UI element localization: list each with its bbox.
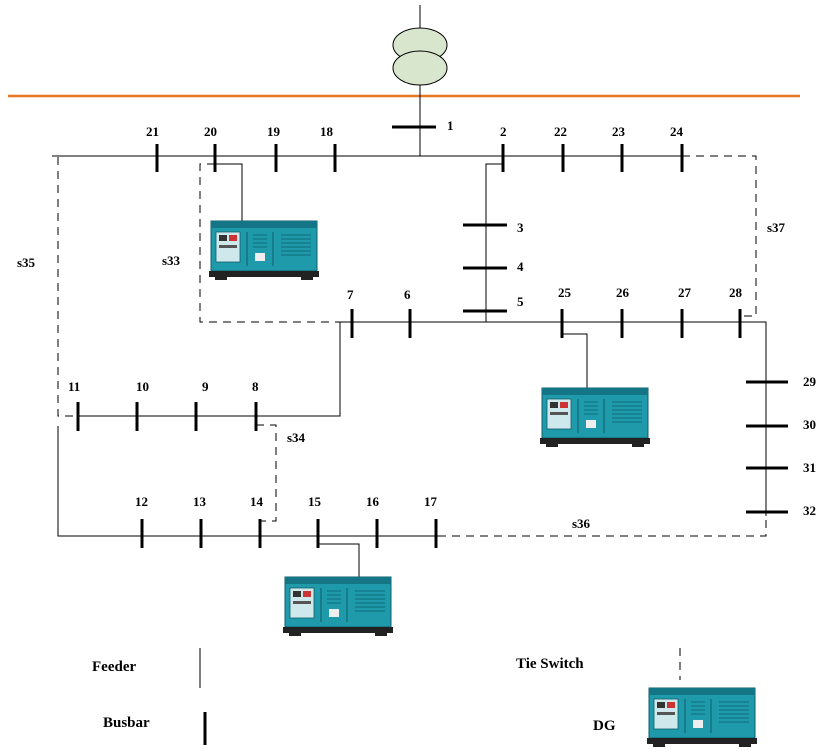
- generator-icon: [539, 387, 651, 448]
- switch-label-s33: s33: [162, 253, 181, 268]
- switch-label-s37: s37: [767, 220, 786, 235]
- bus-label-23: 23: [612, 124, 626, 139]
- busbars: [76, 125, 788, 548]
- bus-label-16: 16: [366, 494, 380, 509]
- switch-label-s34: s34: [287, 430, 306, 445]
- generator-icon: [646, 687, 758, 748]
- bus-label-8: 8: [252, 379, 259, 394]
- bus-label-32: 32: [803, 503, 816, 518]
- legend-tie-switch-label: Tie Switch: [516, 656, 584, 672]
- switch-labels: s35 s33 s37 s34 s36: [17, 220, 786, 531]
- tie-switch-lines: [57, 155, 767, 537]
- bus-label-5: 5: [517, 294, 524, 309]
- bus-label-12: 12: [135, 494, 148, 509]
- bus-labels: 1 2 22 23 24 18 19 20 21 3 4 5 6 7 25 26…: [68, 118, 817, 518]
- switch-label-s35: s35: [17, 255, 36, 270]
- bus-label-13: 13: [193, 494, 207, 509]
- transformer-icon: [392, 5, 448, 86]
- bus-label-17: 17: [424, 494, 438, 509]
- legend-dg-label: DG: [593, 718, 616, 734]
- tie-switch-s37: [682, 155, 757, 317]
- legend-busbar-label: Busbar: [103, 715, 150, 731]
- bus-label-15: 15: [308, 494, 322, 509]
- legend: Feeder Tie Switch Busbar DG: [92, 648, 758, 748]
- bus-label-29: 29: [803, 374, 817, 389]
- bus-label-3: 3: [517, 220, 524, 235]
- bus-label-26: 26: [616, 285, 630, 300]
- bus-label-14: 14: [250, 494, 264, 509]
- generator-icon: [208, 220, 320, 281]
- bus-label-18: 18: [320, 124, 334, 139]
- bus-label-1: 1: [447, 118, 454, 133]
- bus-label-11: 11: [68, 379, 80, 394]
- bus-label-19: 19: [267, 124, 281, 139]
- bus-label-25: 25: [558, 285, 572, 300]
- bus-label-9: 9: [202, 379, 209, 394]
- bus-label-10: 10: [136, 379, 149, 394]
- bus-label-30: 30: [803, 417, 816, 432]
- legend-feeder-label: Feeder: [92, 659, 136, 675]
- bus-label-27: 27: [678, 285, 692, 300]
- bus-label-6: 6: [404, 287, 411, 302]
- generator-icon: [282, 576, 394, 637]
- bus-label-24: 24: [670, 124, 684, 139]
- bus-label-28: 28: [729, 285, 743, 300]
- bus-label-2: 2: [500, 124, 507, 139]
- tie-switch-s35: [57, 155, 155, 417]
- bus-label-31: 31: [803, 460, 816, 475]
- bus-label-7: 7: [347, 287, 354, 302]
- bus-label-4: 4: [517, 259, 524, 274]
- tie-switch-s33: [199, 163, 352, 323]
- bus-label-21: 21: [146, 124, 159, 139]
- bus-label-20: 20: [204, 124, 217, 139]
- bus-label-22: 22: [554, 124, 567, 139]
- switch-label-s36: s36: [572, 516, 591, 531]
- tie-switch-s36: [438, 516, 767, 537]
